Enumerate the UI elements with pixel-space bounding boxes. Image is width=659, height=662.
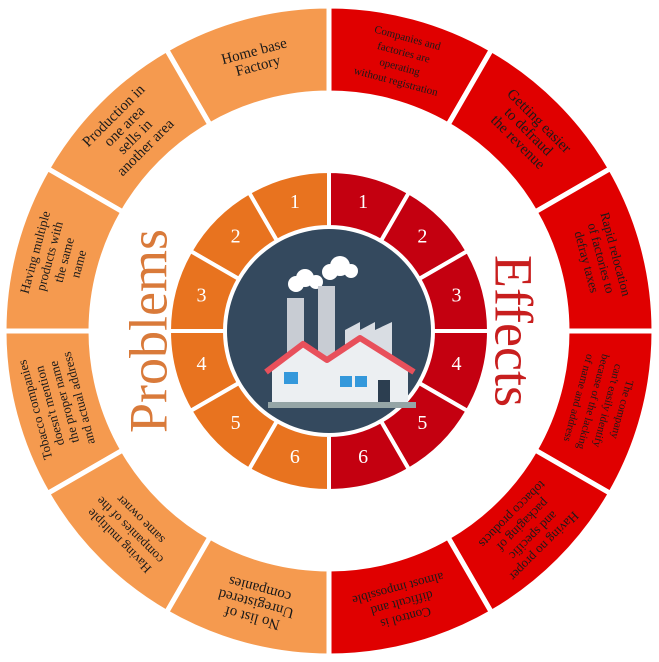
problems-inner-segment-5: [187, 380, 280, 473]
problems-number-2: 2: [231, 225, 241, 247]
inner-ring: 1 2 3 4 5 6 1 2 3 4 5 6: [166, 168, 492, 494]
problems-number-4: 4: [196, 353, 206, 375]
problems-outer-segment-2: [44, 46, 214, 216]
problems-outer-segment-3: [1, 165, 127, 334]
effects-label: Effects: [484, 255, 544, 407]
problems-outer-segment-6: [163, 533, 332, 659]
problems-label: Problems: [118, 229, 178, 433]
effects-number-5: 5: [417, 412, 427, 434]
problems-number-3: 3: [196, 284, 206, 306]
factory-icon: [264, 256, 416, 408]
problems-inner-segment-6: [246, 418, 331, 494]
problems-text-line: name: [67, 248, 89, 279]
effects-number-3: 3: [452, 284, 462, 306]
effects-number-1: 1: [358, 191, 368, 213]
problems-outer-segment-4: [1, 328, 127, 497]
problems-inner-segment-3: [166, 248, 242, 333]
outer-ring: Companies andfactories areoperatingwitho…: [1, 3, 657, 659]
problems-number-5: 5: [231, 412, 241, 434]
problems-number-6: 6: [290, 446, 300, 468]
problems-label-text: Problems: [118, 229, 178, 433]
problems-outer-segment-1: [163, 3, 332, 129]
effects-number-6: 6: [358, 446, 368, 468]
problems-outer-segment-5: [44, 446, 214, 616]
effects-number-4: 4: [452, 353, 462, 375]
problems-inner-segment-2: [187, 189, 280, 282]
effects-label-text: Effects: [484, 255, 544, 407]
effects-number-2: 2: [417, 225, 427, 247]
problems-number-1: 1: [290, 191, 300, 213]
